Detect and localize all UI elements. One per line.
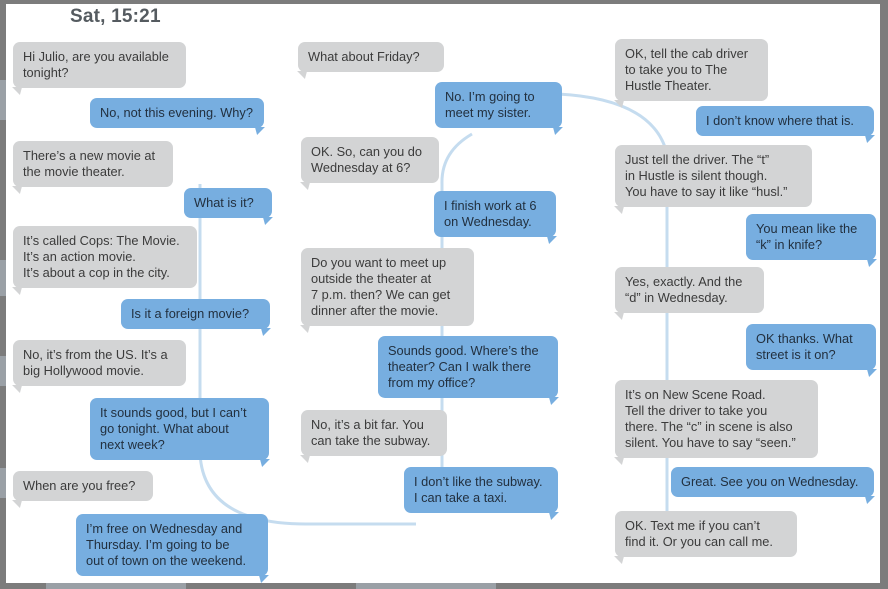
- sent-message-bubble: I don’t like the subway. I can take a ta…: [404, 467, 558, 513]
- received-message-bubble: When are you free?: [13, 471, 153, 501]
- sent-message-bubble: What is it?: [184, 188, 272, 218]
- received-message-bubble: OK. So, can you do Wednesday at 6?: [301, 137, 439, 183]
- sent-message-bubble: Sounds good. Where’s the theater? Can I …: [378, 336, 558, 398]
- received-message-bubble: It’s called Cops: The Movie. It’s an act…: [13, 226, 197, 288]
- received-message-bubble: No, it’s from the US. It’s a big Hollywo…: [13, 340, 186, 386]
- message-timestamp: Sat, 15:21: [70, 6, 161, 27]
- received-message-bubble: What about Friday?: [298, 42, 444, 72]
- sent-message-bubble: I don’t know where that is.: [696, 106, 874, 136]
- received-message-bubble: Yes, exactly. And the “d” in Wednesday.: [615, 267, 764, 313]
- sent-message-bubble: Is it a foreign movie?: [121, 299, 270, 329]
- received-message-bubble: No, it’s a bit far. You can take the sub…: [301, 410, 447, 456]
- sent-message-bubble: I finish work at 6 on Wednesday.: [434, 191, 556, 237]
- received-message-bubble: There’s a new movie at the movie theater…: [13, 141, 173, 187]
- received-message-bubble: OK, tell the cab driver to take you to T…: [615, 39, 768, 101]
- received-message-bubble: Do you want to meet up outside the theat…: [301, 248, 474, 326]
- received-message-bubble: It’s on New Scene Road. Tell the driver …: [615, 380, 818, 458]
- sent-message-bubble: You mean like the “k” in knife?: [746, 214, 876, 260]
- sent-message-bubble: OK thanks. What street is it on?: [746, 324, 876, 370]
- sent-message-bubble: No, not this evening. Why?: [90, 98, 264, 128]
- received-message-bubble: OK. Text me if you can’t find it. Or you…: [615, 511, 797, 557]
- chat-panel: Sat, 15:21 Hi Julio, are you available t…: [6, 4, 880, 583]
- received-message-bubble: Just tell the driver. The “t” in Hustle …: [615, 145, 812, 207]
- received-message-bubble: Hi Julio, are you available tonight?: [13, 42, 186, 88]
- sent-message-bubble: It sounds good, but I can’t go tonight. …: [90, 398, 269, 460]
- sent-message-bubble: I’m free on Wednesday and Thursday. I’m …: [76, 514, 268, 576]
- sent-message-bubble: Great. See you on Wednesday.: [671, 467, 874, 497]
- sent-message-bubble: No. I’m going to meet my sister.: [435, 82, 562, 128]
